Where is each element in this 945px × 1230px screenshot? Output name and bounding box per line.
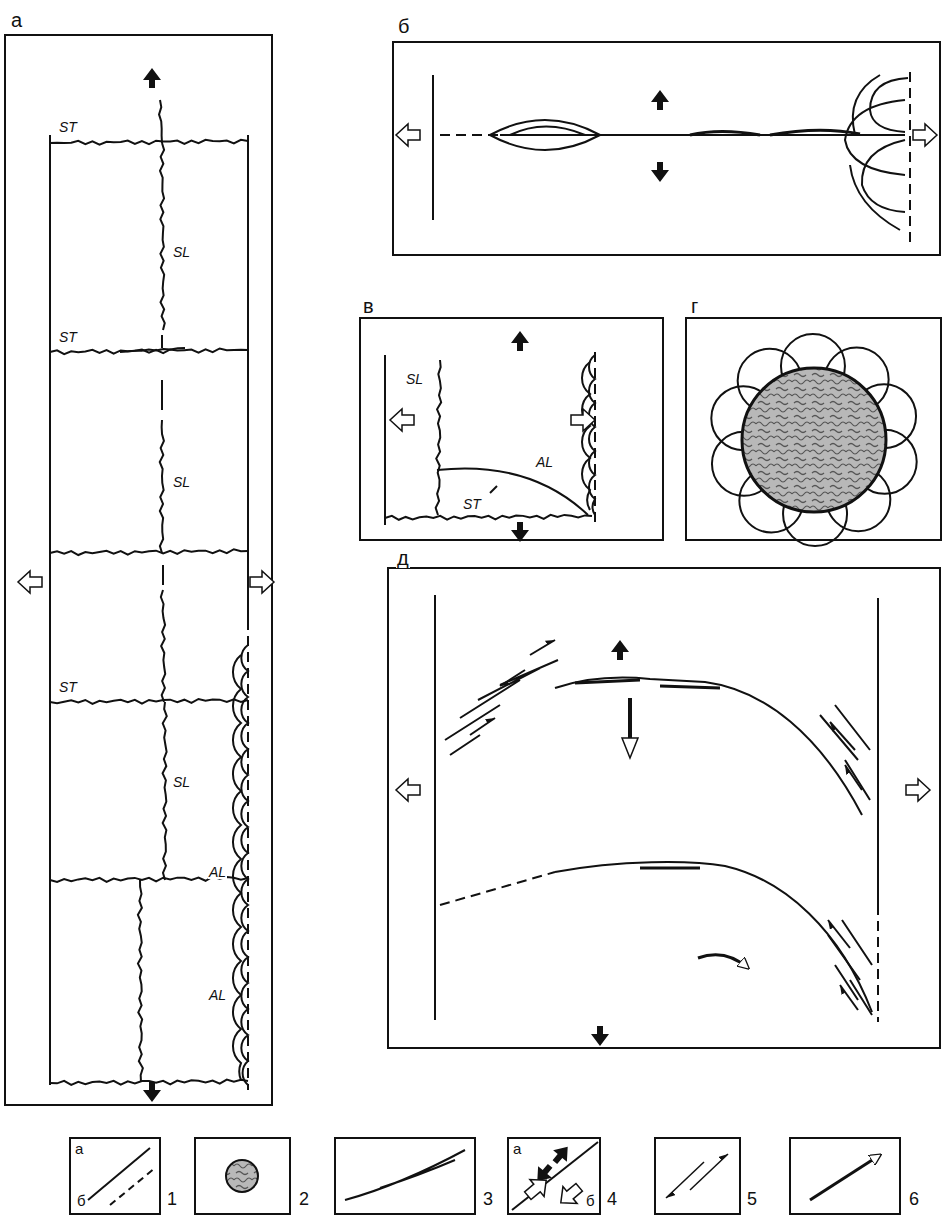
legend-number: 4	[606, 1190, 618, 1208]
fracture-label: AL	[208, 865, 227, 879]
legend-number: 6	[908, 1190, 920, 1208]
crack-line	[50, 348, 248, 354]
fracture-label: ST	[58, 330, 78, 344]
fracture-label: SL	[172, 475, 191, 489]
al-scallop	[582, 362, 590, 510]
crack-line	[160, 420, 164, 553]
legend-number: 2	[298, 1190, 310, 1208]
legend-sublabel: б	[585, 1193, 596, 1208]
fracture-label: ST	[58, 120, 78, 134]
fracture-label: SL	[172, 245, 191, 259]
al-scallop	[233, 655, 241, 1080]
crack-gap	[162, 565, 164, 585]
crack-line	[159, 100, 162, 143]
al-scallop	[241, 645, 248, 1085]
crack-line	[385, 515, 592, 520]
panel-letter: д	[396, 548, 410, 568]
panel-letter: а	[10, 10, 23, 30]
crack-line	[160, 143, 165, 330]
crack-line	[138, 880, 143, 1082]
fracture-label: ST	[462, 497, 482, 511]
crack-gap	[161, 380, 163, 410]
fracture-label: SL	[405, 372, 424, 386]
crack-line	[50, 549, 248, 555]
crack-line	[120, 348, 185, 352]
legend-sublabel: а	[512, 1141, 522, 1156]
crack-line	[163, 702, 167, 880]
legend-sublabel: а	[74, 1141, 84, 1156]
crack-gap	[161, 335, 163, 348]
crack-line	[161, 590, 165, 702]
crack-line	[50, 699, 248, 704]
fracture-label: ST	[58, 680, 78, 694]
crack-line	[50, 140, 248, 145]
panel-letter: г	[690, 296, 699, 316]
fracture-label: AL	[535, 455, 554, 469]
fracture-label: SL	[172, 775, 191, 789]
legend-number: 3	[482, 1190, 494, 1208]
legend-sublabel: б	[76, 1193, 87, 1208]
fracture-label: AL	[208, 988, 227, 1002]
crack-line	[436, 360, 441, 515]
legend-number: 1	[166, 1190, 178, 1208]
panel-letter: б	[397, 16, 410, 36]
panel-letter: в	[362, 296, 375, 316]
legend-number: 5	[746, 1190, 758, 1208]
